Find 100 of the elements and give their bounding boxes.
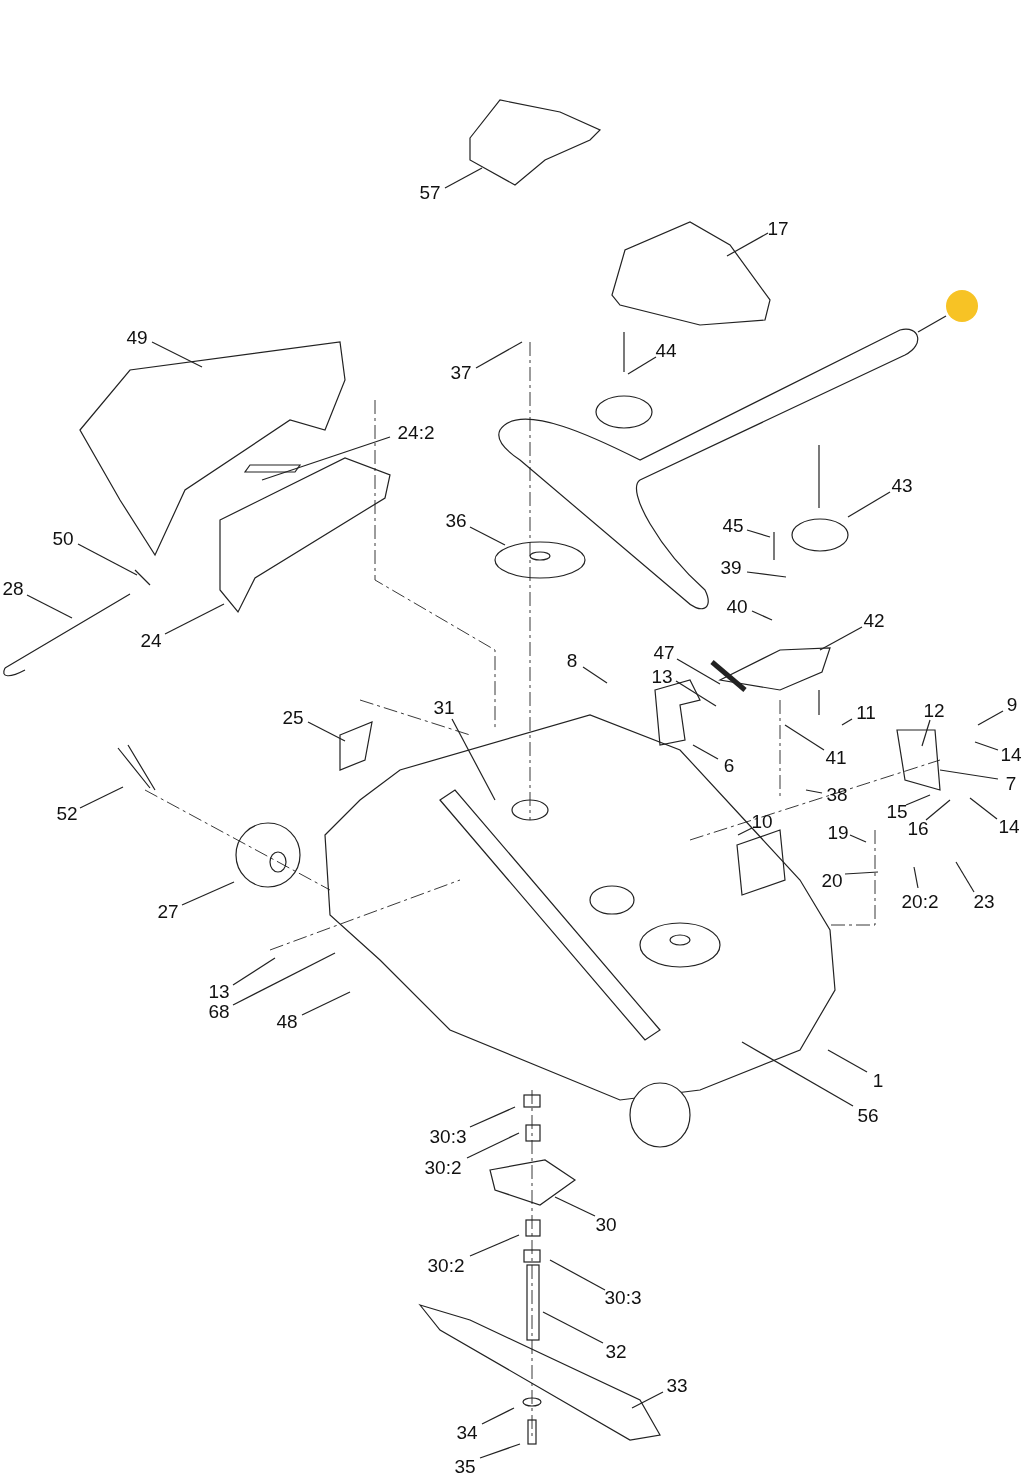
leader-line [969, 797, 998, 820]
callout-number: 68 [208, 1001, 230, 1021]
callout-number: 56 [857, 1105, 879, 1125]
callout-number: 17 [767, 218, 789, 238]
callout-number: 34 [456, 1422, 478, 1442]
leader-line [475, 341, 523, 369]
callout-number: 57 [419, 182, 441, 202]
leader-line [232, 952, 336, 1006]
callout-number: 6 [723, 755, 735, 775]
leader-line [974, 741, 999, 751]
leader-line [261, 436, 391, 481]
leader-line [955, 861, 975, 893]
leader-line [307, 721, 346, 742]
leader-line [849, 834, 867, 843]
callout-number: 30:2 [424, 1157, 462, 1177]
leader-line [805, 789, 823, 794]
callout-number: 48 [276, 1011, 298, 1031]
leader-line [469, 1234, 520, 1257]
callout-number: 8 [566, 650, 578, 670]
leader-line [301, 991, 351, 1016]
leader-line [905, 794, 931, 806]
callout-number: 41 [825, 747, 847, 767]
callout-number: 37 [450, 362, 472, 382]
leader-line [79, 786, 124, 809]
callout-number: 31 [433, 697, 455, 717]
callout-number: 12 [923, 700, 945, 720]
callout-number: 20:2 [901, 891, 939, 911]
leader-line [232, 957, 276, 986]
callout-number: 30:2 [427, 1255, 465, 1275]
leader-line [692, 744, 719, 760]
leader-line [746, 571, 787, 578]
callout-number: 19 [827, 822, 849, 842]
callout-number: 9 [1006, 694, 1018, 714]
leader-line [631, 1391, 664, 1409]
callout-number: 44 [655, 340, 677, 360]
callout-number: 35 [454, 1456, 476, 1476]
leader-line [582, 666, 608, 684]
callout-number: 49 [126, 327, 148, 347]
callout-number: 15 [886, 801, 908, 821]
leader-line [746, 529, 771, 538]
leader-line [726, 232, 769, 257]
callout-number: 33 [666, 1375, 688, 1395]
leader-line [77, 543, 138, 576]
callout-number: 20 [821, 870, 843, 890]
callout-number: 39 [720, 557, 742, 577]
leader-line [164, 603, 225, 635]
callout-number: 50 [52, 528, 74, 548]
leader-line [451, 718, 496, 801]
leader-line [737, 827, 753, 836]
leader-line [542, 1311, 604, 1344]
leader-line [827, 1049, 868, 1073]
callout-number: 23 [973, 891, 995, 911]
leader-line [751, 610, 773, 621]
callout-number: 28 [2, 578, 24, 598]
leader-line [627, 356, 657, 375]
callout-number: 30:3 [429, 1126, 467, 1146]
callout-number: 13 [651, 666, 673, 686]
callout-number: 40 [726, 596, 748, 616]
callout-number: 32 [605, 1341, 627, 1361]
leader-line [549, 1259, 606, 1291]
leader-line [939, 769, 999, 780]
callout-number: 47 [653, 642, 675, 662]
leader-line [925, 799, 951, 821]
callout-number: 16 [907, 818, 929, 838]
callout-number: 24 [140, 630, 162, 650]
leader-line [913, 866, 919, 889]
callout-number: 43 [891, 475, 913, 495]
leader-line [977, 710, 1004, 726]
callout-number: 52 [56, 803, 78, 823]
leader-line [741, 1041, 854, 1107]
leader-line [819, 626, 863, 651]
leader-line [479, 1443, 521, 1459]
callout-number: 14 [1000, 744, 1022, 764]
callout-number: 38 [826, 784, 848, 804]
callout-number: 36 [445, 510, 467, 530]
leader-line [181, 881, 235, 906]
leader-line [784, 724, 825, 751]
leader-line [847, 491, 891, 518]
callout-number: 45 [722, 515, 744, 535]
leader-line [675, 680, 717, 707]
callout-number: 24:2 [397, 422, 435, 442]
leader-line [844, 871, 879, 875]
callout-number: 30 [595, 1214, 617, 1234]
callout-number: 27 [157, 901, 179, 921]
callout-number: 14 [998, 816, 1020, 836]
leader-line [466, 1132, 520, 1159]
leader-line [554, 1196, 596, 1217]
leader-line [481, 1407, 515, 1425]
callout-number: 7 [1005, 773, 1017, 793]
leader-line [469, 1106, 516, 1128]
callout-number: 42 [863, 610, 885, 630]
leader-line [917, 315, 947, 333]
leader-line [444, 167, 483, 189]
callout-number: 30:3 [604, 1287, 642, 1307]
leader-line [26, 594, 73, 619]
leader-line [841, 718, 853, 726]
callout-number: 10 [751, 811, 773, 831]
leader-line [676, 658, 721, 685]
leader-line [469, 526, 506, 546]
callout-number: 25 [282, 707, 304, 727]
